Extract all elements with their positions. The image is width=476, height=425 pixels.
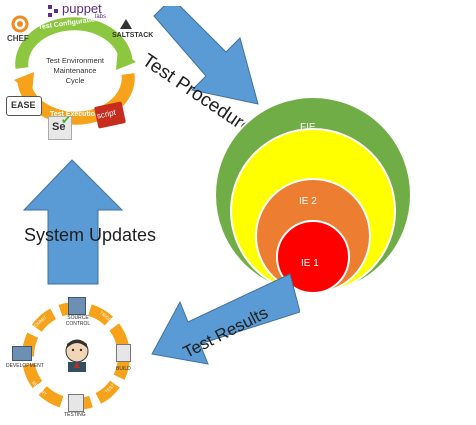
chef-logo [10,14,30,34]
chef-icon [11,15,29,33]
test-results-arrow [150,272,301,382]
jenkins-icon [62,338,92,372]
saltstack-label: SALTSTACK [112,32,154,39]
source-control-icon [68,297,86,315]
chef-label: CHEF [7,34,29,43]
puppet-logo [46,4,60,18]
cycle-center-line2: Maintenance [53,66,97,75]
system-updates-arrow [18,158,128,288]
ease-label: EASE [11,100,36,110]
puppet-icon [48,5,58,17]
testing-icon [68,394,84,412]
environment-circles-svg [214,96,412,294]
cycle-center-title: Test Environment Maintenance Cycle [30,56,120,86]
cycle-bottom-label: Test Execution [50,111,100,118]
saltstack-icon [120,19,132,29]
cycle-center-line3: Cycle [65,76,85,85]
ease-logo: EASE [6,96,42,116]
system-updates-label: System Updates [24,225,157,245]
development-icon [12,346,32,361]
script-label: script [96,107,117,121]
circle-ie2-label: IE 2 [299,196,317,207]
circle-fie-label: FIE [300,122,316,133]
selenium-logo: Se ✔ [48,113,72,140]
saltstack-logo [120,18,132,30]
circle-ie1-label: IE 1 [301,258,319,269]
source-control-label: SOURCE CONTROL [65,315,91,327]
test-results-arrow-shape [151,273,301,365]
build-label: BUILD [116,366,131,372]
selenium-label: Se [52,121,66,133]
development-label: DEVELOPMENT [6,363,44,369]
build-icon [116,344,131,362]
circle-ie1 [276,220,350,294]
test-procedures-arrow [146,0,266,106]
testing-label: TESTING [64,412,86,418]
puppet-label: puppet [62,1,102,16]
environment-circles: FIE IE 2 IE 1 [213,95,413,295]
system-updates-arrow-shape [22,159,124,285]
test-procedures-arrow-shape [153,0,259,105]
maintenance-cycle: Test Configuration Test Execution Test E… [0,0,150,140]
checkmark-icon: ✔ [61,113,72,127]
cycle-center-line1: Test Environment [46,56,104,65]
puppet-sub-label: labs [95,14,107,20]
